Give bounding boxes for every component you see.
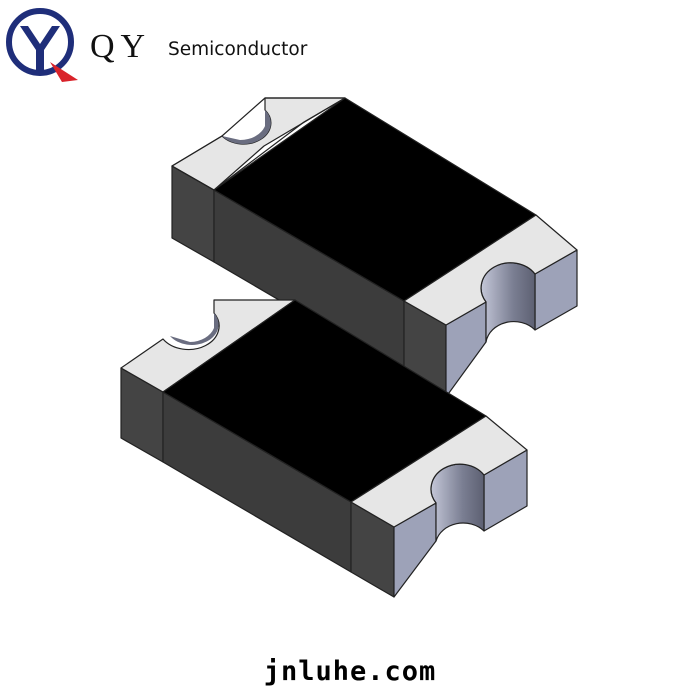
brand-name: QY — [90, 28, 152, 65]
brand-logo: QY Semiconductor — [0, 0, 340, 90]
qy-logo-icon — [6, 8, 78, 82]
website-url: jnluhe.com — [263, 656, 437, 687]
chip-component-lower — [120, 299, 528, 598]
brand-subtitle: Semiconductor — [168, 39, 308, 60]
